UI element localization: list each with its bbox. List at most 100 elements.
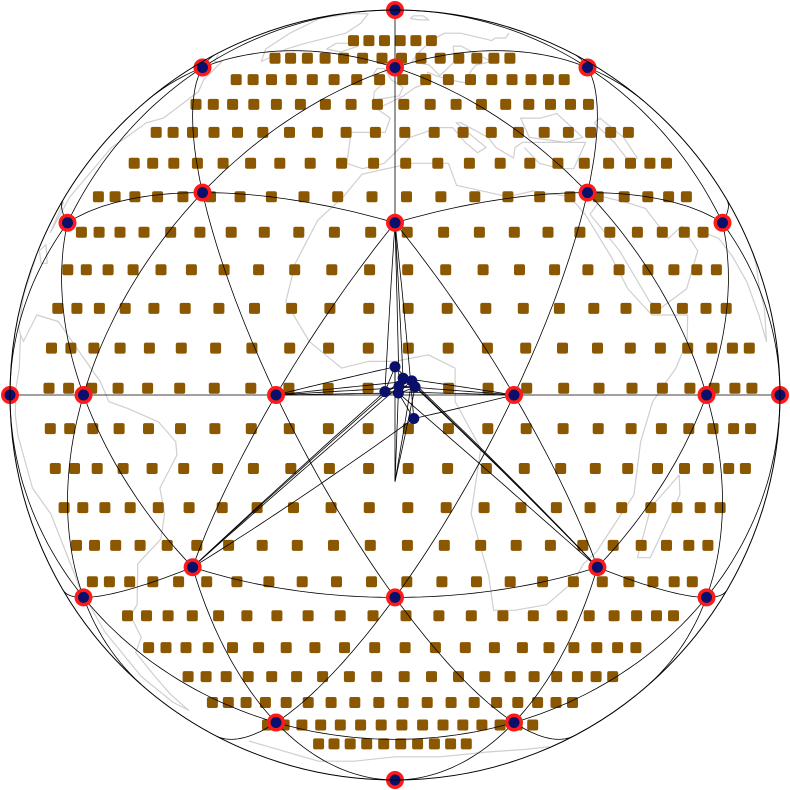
sphere-outline: [9, 9, 781, 781]
data-square: [482, 382, 494, 394]
data-square: [302, 610, 314, 622]
data-square: [328, 74, 340, 86]
data-square: [186, 610, 198, 622]
mesh-edge: [513, 597, 707, 723]
data-square: [152, 502, 164, 514]
data-square: [148, 302, 160, 314]
data-square: [92, 191, 104, 203]
data-square: [630, 642, 642, 654]
data-square: [114, 226, 126, 238]
data-square: [46, 342, 57, 354]
data-square: [65, 342, 77, 354]
data-square: [720, 302, 732, 314]
data-square: [363, 35, 375, 47]
data-square: [369, 642, 381, 654]
data-square: [596, 576, 608, 588]
data-square: [650, 302, 662, 314]
mesh-edge: [61, 222, 84, 396]
coastline: [371, 67, 404, 101]
mesh-edge: [394, 222, 515, 396]
data-square: [302, 697, 314, 708]
data-square: [525, 74, 537, 86]
data-square: [248, 98, 260, 110]
mesh-edge: [192, 566, 395, 598]
mesh-edge-refined: [403, 377, 515, 396]
data-square: [174, 382, 186, 394]
data-square: [246, 342, 258, 354]
data-square: [187, 126, 198, 138]
data-square: [124, 576, 136, 588]
data-square: [331, 576, 342, 588]
data-square: [417, 719, 429, 731]
data-square: [729, 382, 741, 394]
data-square: [592, 342, 603, 354]
mesh-edge-refined: [275, 392, 399, 396]
data-square: [256, 539, 268, 551]
data-square: [207, 98, 219, 110]
data-square: [494, 719, 506, 731]
data-square: [723, 463, 735, 474]
icosahedral-mesh: [9, 9, 781, 781]
data-square: [315, 719, 327, 731]
data-square: [480, 463, 492, 474]
data-square: [656, 382, 668, 394]
mesh-node: [389, 217, 401, 229]
data-square: [364, 539, 376, 551]
mesh-edge-refined: [394, 222, 400, 387]
data-square: [506, 74, 518, 86]
data-square: [558, 382, 570, 394]
mesh-edge: [648, 597, 707, 685]
data-square: [623, 576, 635, 588]
data-square: [194, 226, 206, 238]
data-square: [520, 423, 532, 435]
data-square: [440, 264, 452, 276]
data-square: [291, 671, 303, 683]
data-square: [652, 463, 663, 474]
data-square: [182, 671, 194, 683]
data-square: [400, 610, 412, 622]
data-square: [538, 126, 550, 138]
data-square: [739, 463, 751, 474]
data-square: [373, 697, 385, 708]
data-square: [367, 610, 379, 622]
mesh-edge: [394, 67, 588, 193]
data-square: [510, 539, 522, 551]
mesh-edge: [513, 192, 588, 396]
data-square: [161, 539, 173, 551]
mesh-edge: [587, 192, 723, 224]
data-square: [663, 191, 675, 203]
data-square: [362, 342, 374, 354]
data-square: [442, 463, 454, 474]
mesh-node: [389, 591, 401, 603]
data-square: [216, 502, 228, 514]
mesh-node: [270, 389, 282, 401]
data-square: [253, 264, 265, 276]
data-square: [113, 423, 125, 435]
data-square: [283, 423, 295, 435]
data-square: [399, 126, 411, 138]
data-square: [374, 74, 386, 86]
data-square: [656, 226, 668, 238]
data-square: [441, 302, 453, 314]
data-square: [479, 671, 491, 683]
refined-node: [409, 381, 421, 393]
coastline: [285, 162, 689, 611]
data-square: [542, 226, 554, 238]
data-square: [368, 157, 380, 169]
data-square: [743, 342, 755, 354]
data-square: [578, 157, 590, 169]
data-square: [524, 157, 536, 169]
data-square: [481, 342, 493, 354]
data-square: [593, 382, 605, 394]
data-square: [241, 610, 253, 622]
data-square: [668, 264, 680, 276]
data-square: [190, 98, 202, 110]
data-square: [371, 671, 383, 683]
coastline: [702, 231, 768, 342]
data-square: [565, 98, 576, 110]
data-square: [345, 98, 357, 110]
data-square: [683, 539, 695, 551]
data-square: [362, 382, 374, 394]
coastline: [260, 13, 369, 63]
data-square: [550, 502, 562, 514]
